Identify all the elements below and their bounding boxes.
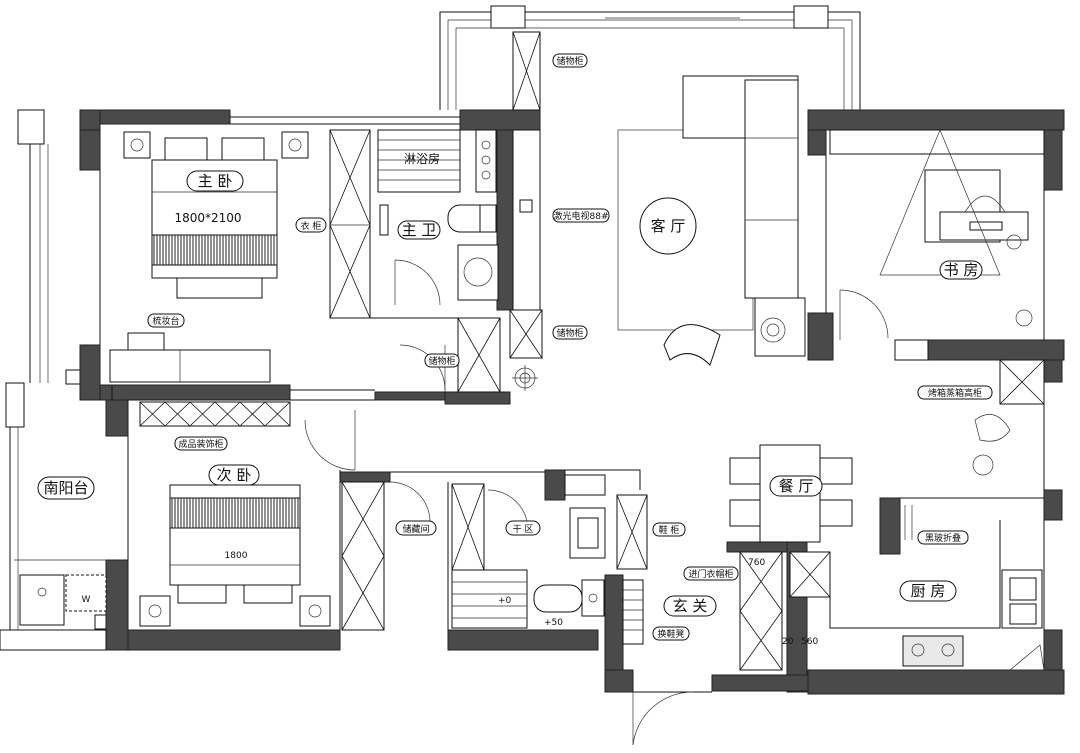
label-dry-area: 干 区	[505, 520, 541, 536]
svg-text:鞋 柜: 鞋 柜	[659, 524, 680, 536]
label-washer: W	[82, 595, 91, 605]
storage-room-shelves	[304, 410, 431, 631]
armchair	[663, 324, 721, 366]
nightstands-master	[123, 131, 309, 159]
label-dim-20: 20	[782, 637, 794, 647]
master-bed	[151, 137, 278, 299]
label-kitchen: 厨 房	[899, 580, 957, 602]
label-study: 书 房	[939, 260, 983, 280]
left-balcony-rail	[5, 109, 110, 630]
label-entrance: 玄 关	[663, 595, 717, 617]
label-shoe-cabinet: 鞋 柜	[652, 522, 686, 537]
label-second-bedroom: 次 卧	[208, 464, 260, 486]
label-master-bedroom: 主 卧	[186, 170, 244, 192]
label-storage-top: 储物柜	[552, 53, 588, 68]
svg-text:储藏间: 储藏间	[402, 523, 429, 535]
svg-text:干 区: 干 区	[513, 524, 534, 535]
label-wardrobe: 衣 柜	[295, 217, 327, 233]
label-level-50: +50	[544, 618, 563, 628]
label-shoe-bench: 换鞋凳	[652, 626, 690, 641]
svg-text:进门衣帽柜: 进门衣帽柜	[688, 568, 733, 580]
label-oven-cabinet: 烤箱蒸箱高柜	[917, 385, 993, 400]
kitchen-fixtures	[789, 505, 1045, 671]
label-dim-760: 760	[748, 558, 765, 568]
label-living-room: 客 厅	[651, 217, 686, 235]
second-bath-fixtures	[451, 474, 606, 629]
sofa	[682, 75, 806, 357]
svg-text:储物柜: 储物柜	[428, 355, 455, 367]
label-master-bed-size: 1800*2100	[174, 211, 241, 225]
label-level-0: +0	[498, 596, 512, 606]
label-storage-room: 储藏间	[395, 520, 437, 536]
svg-text:厨 房: 厨 房	[911, 582, 946, 600]
second-bed	[139, 484, 331, 627]
master-wardrobe	[329, 129, 371, 319]
oven-cabinet	[972, 359, 1045, 476]
storage-cabinets-center	[457, 31, 543, 393]
label-glass-door: 黑玻折叠	[917, 530, 969, 545]
svg-text:客 厅: 客 厅	[651, 217, 686, 235]
svg-text:次 卧: 次 卧	[217, 466, 252, 484]
label-dim-560: 560	[801, 637, 818, 647]
label-storage-bath: 储物柜	[424, 353, 460, 368]
label-laser-tv: 激光电视88#	[552, 208, 610, 223]
study-furniture	[829, 129, 1045, 361]
svg-text:玄 关: 玄 关	[673, 597, 708, 615]
label-display-cabinet: 成品装饰柜	[174, 436, 228, 451]
svg-text:淋浴房: 淋浴房	[404, 151, 440, 166]
svg-text:主 卧: 主 卧	[198, 172, 233, 190]
label-dining: 餐 厅	[769, 475, 823, 497]
svg-text:餐 厅: 餐 厅	[779, 477, 814, 495]
label-storage-mid: 储物柜	[552, 325, 588, 340]
svg-text:梳妆台: 梳妆台	[152, 315, 179, 327]
label-entry-wardrobe: 进门衣帽柜	[683, 566, 739, 581]
coffee-table	[639, 197, 697, 255]
south-balcony-fixtures	[14, 559, 107, 626]
svg-text:主 卫: 主 卫	[402, 221, 437, 239]
label-dresser: 梳妆台	[147, 313, 185, 328]
svg-text:换鞋凳: 换鞋凳	[657, 628, 684, 640]
svg-text:烤箱蒸箱高柜: 烤箱蒸箱高柜	[928, 387, 982, 399]
label-master-bath: 主 卫	[397, 220, 441, 240]
svg-text:成品装饰柜: 成品装饰柜	[178, 438, 223, 450]
svg-text:书 房: 书 房	[944, 261, 979, 279]
svg-text:激光电视88#: 激光电视88#	[554, 210, 609, 222]
dresser	[109, 332, 271, 383]
doors	[399, 344, 446, 392]
compass-icon	[512, 365, 538, 391]
svg-text:储物柜: 储物柜	[556, 55, 583, 67]
shoe-cabinet	[616, 494, 648, 570]
entry-door	[632, 691, 694, 746]
entry-wardrobe	[739, 551, 783, 671]
walls	[0, 109, 1065, 695]
top-balcony-rail	[439, 5, 861, 110]
svg-text:黑玻折叠: 黑玻折叠	[925, 532, 961, 544]
label-second-bed-size: 1800	[225, 551, 248, 561]
svg-text:储物柜: 储物柜	[556, 327, 583, 339]
svg-text:南阳台: 南阳台	[43, 479, 88, 497]
label-shower: 淋浴房	[404, 151, 440, 166]
master-bath-fixtures	[377, 129, 499, 306]
display-cabinet	[139, 401, 291, 427]
svg-text:衣 柜: 衣 柜	[301, 220, 322, 232]
shoe-bench	[622, 579, 644, 645]
label-south-balcony: 南阳台	[37, 476, 95, 500]
